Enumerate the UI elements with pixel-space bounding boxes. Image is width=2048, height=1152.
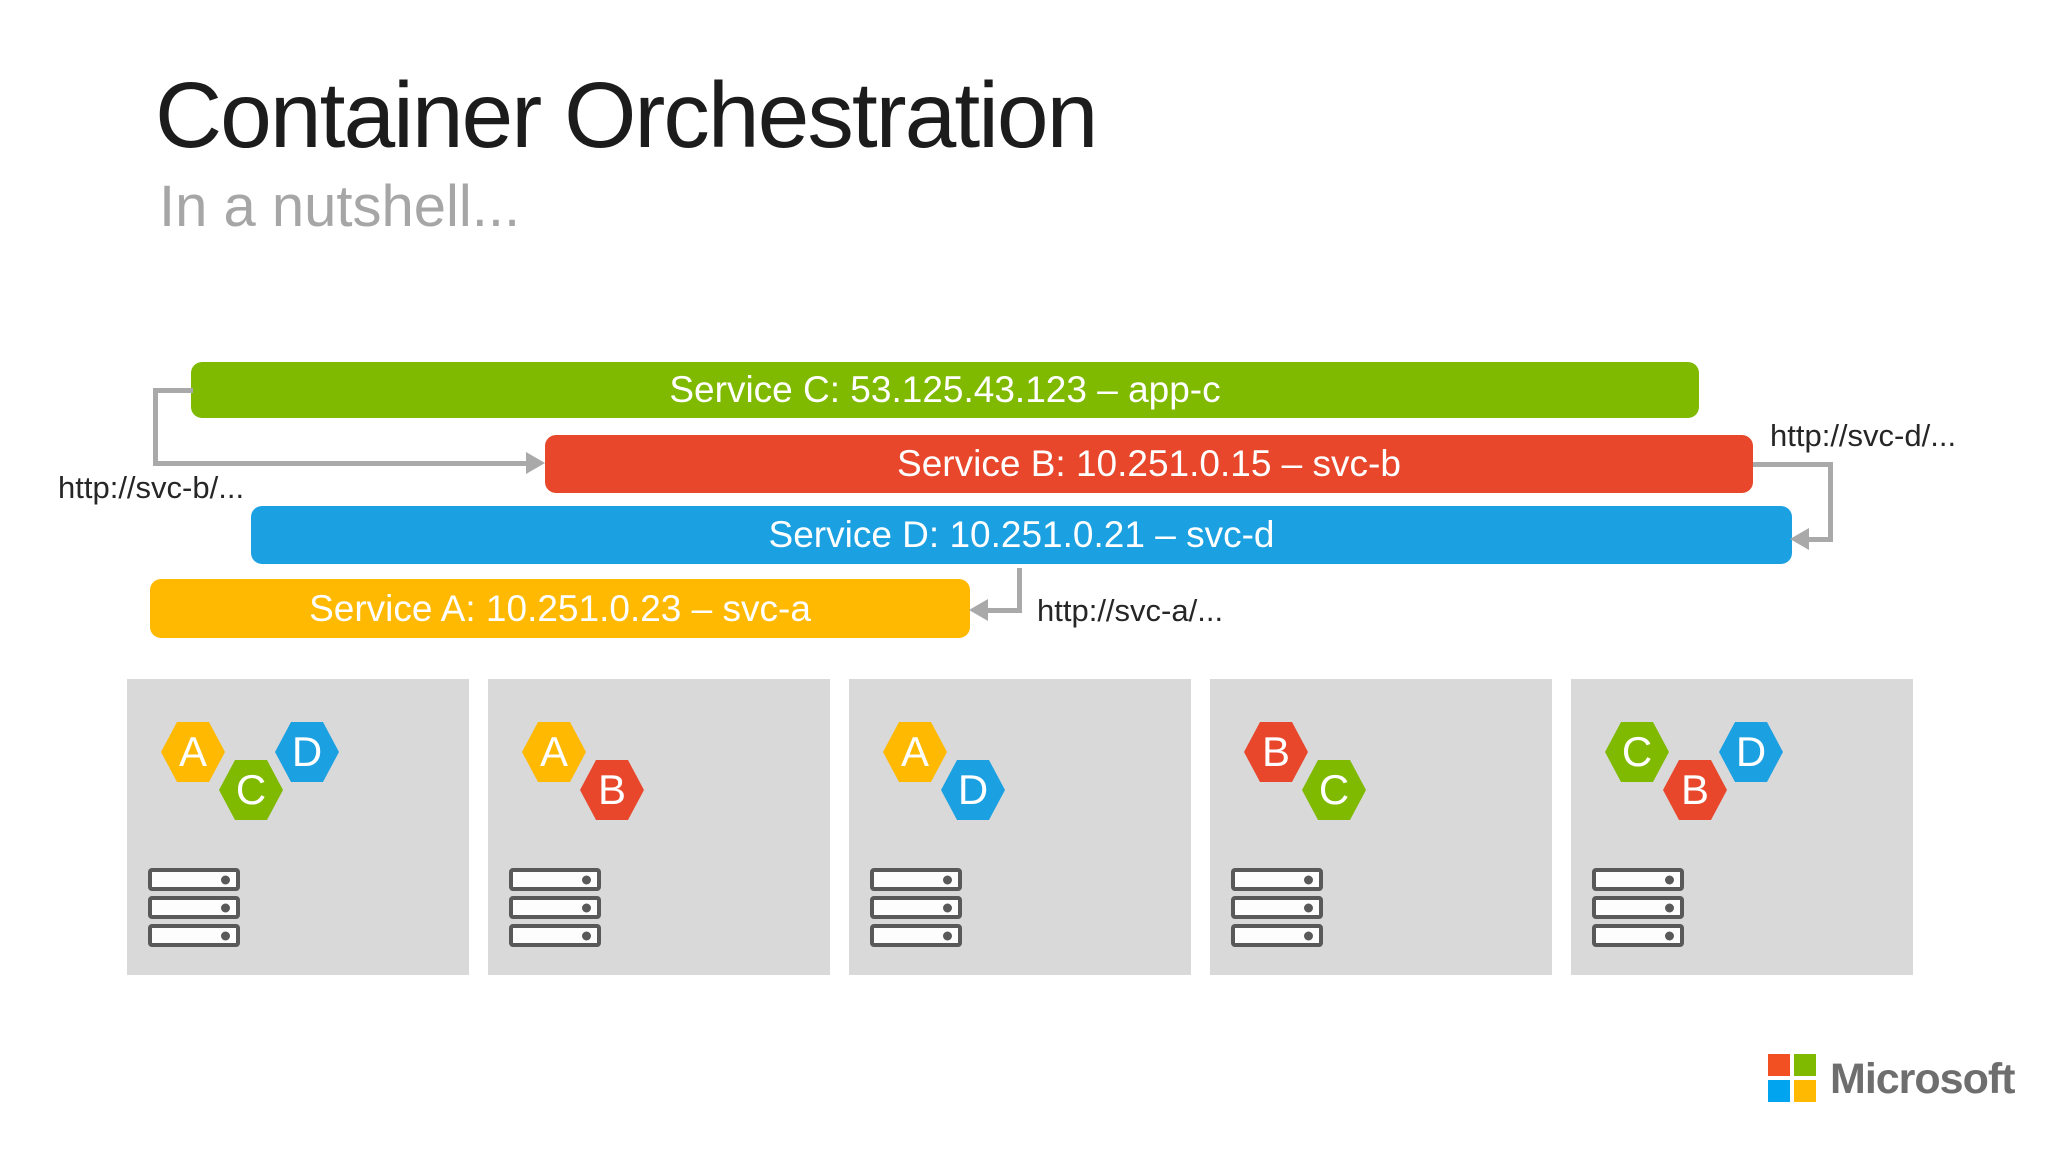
server-led-dot bbox=[1304, 875, 1313, 884]
server-unit bbox=[509, 896, 601, 919]
server-led-dot bbox=[221, 903, 230, 912]
service-bar-b-label: Service B: 10.251.0.15 – svc-b bbox=[897, 443, 1401, 484]
server-led-dot bbox=[943, 875, 952, 884]
page-subtitle: In a nutshell... bbox=[159, 174, 521, 239]
server-stack-icon bbox=[509, 868, 601, 952]
microsoft-wordmark: Microsoft bbox=[1830, 1054, 2015, 1103]
service-bar-c: Service C: 53.125.43.123 – app-c bbox=[191, 362, 1699, 418]
server-led-dot bbox=[943, 931, 952, 940]
server-unit bbox=[1231, 896, 1323, 919]
service-bar-a-label: Service A: 10.251.0.23 – svc-a bbox=[309, 587, 811, 629]
logo-square-red bbox=[1768, 1054, 1790, 1076]
server-stack-icon bbox=[1231, 868, 1323, 952]
server-unit bbox=[870, 896, 962, 919]
logo-square-green bbox=[1794, 1054, 1816, 1076]
microsoft-logo: Microsoft bbox=[1768, 1054, 2015, 1102]
server-stack-icon bbox=[148, 868, 240, 952]
container-hex-b: B bbox=[580, 760, 644, 820]
server-stack-icon bbox=[1592, 868, 1684, 952]
server-unit bbox=[1231, 868, 1323, 891]
microsoft-logo-icon bbox=[1768, 1054, 1816, 1102]
svc-a-arrow-horizontal bbox=[988, 608, 1022, 613]
container-hex-b: B bbox=[1663, 760, 1727, 820]
svc-a-arrow-vertical bbox=[1017, 568, 1022, 613]
server-unit bbox=[1592, 868, 1684, 891]
url-label-svc-a: http://svc-a/... bbox=[1037, 593, 1224, 628]
server-unit bbox=[870, 924, 962, 947]
container-hex-c: C bbox=[1605, 722, 1669, 782]
service-bar-d-label: Service D: 10.251.0.21 – svc-d bbox=[768, 514, 1275, 555]
svc-a-arrowhead-icon bbox=[969, 599, 988, 621]
server-led-dot bbox=[1665, 903, 1674, 912]
server-led-dot bbox=[1665, 931, 1674, 940]
service-bar-b: Service B: 10.251.0.15 – svc-b bbox=[545, 435, 1753, 493]
server-unit bbox=[1231, 924, 1323, 947]
server-led-dot bbox=[582, 903, 591, 912]
server-unit bbox=[148, 896, 240, 919]
container-hex-c: C bbox=[1302, 760, 1366, 820]
svc-d-arrow-horizontal bbox=[1809, 537, 1833, 542]
svc-d-arrow-vertical bbox=[1828, 462, 1833, 542]
server-unit bbox=[148, 868, 240, 891]
svc-d-arrowhead-icon bbox=[1790, 528, 1809, 550]
server-led-dot bbox=[943, 903, 952, 912]
server-led-dot bbox=[1665, 875, 1674, 884]
container-hex-d: D bbox=[1719, 722, 1783, 782]
url-label-svc-b: http://svc-b/... bbox=[58, 470, 245, 505]
server-led-dot bbox=[582, 931, 591, 940]
server-stack-icon bbox=[870, 868, 962, 952]
server-unit bbox=[148, 924, 240, 947]
logo-square-yellow bbox=[1794, 1080, 1816, 1102]
server-led-dot bbox=[1304, 903, 1313, 912]
page-title: Container Orchestration bbox=[155, 63, 1098, 167]
service-bar-a: Service A: 10.251.0.23 – svc-a bbox=[150, 579, 970, 638]
server-led-dot bbox=[1304, 931, 1313, 940]
server-unit bbox=[509, 924, 601, 947]
server-unit bbox=[870, 868, 962, 891]
server-led-dot bbox=[582, 875, 591, 884]
server-led-dot bbox=[221, 931, 230, 940]
container-hex-a: A bbox=[161, 722, 225, 782]
svc-b-arrow-stub bbox=[153, 388, 193, 393]
svc-b-arrow-horizontal bbox=[153, 461, 527, 466]
container-hex-c: C bbox=[219, 760, 283, 820]
container-hex-a: A bbox=[522, 722, 586, 782]
url-label-svc-d: http://svc-d/... bbox=[1770, 418, 1957, 453]
container-hex-b: B bbox=[1244, 722, 1308, 782]
server-led-dot bbox=[221, 875, 230, 884]
svc-d-arrow-stub bbox=[1753, 462, 1833, 467]
svc-b-arrow-vertical bbox=[153, 388, 158, 464]
container-hex-d: D bbox=[941, 760, 1005, 820]
service-bar-c-label: Service C: 53.125.43.123 – app-c bbox=[669, 369, 1221, 410]
service-bar-d: Service D: 10.251.0.21 – svc-d bbox=[251, 506, 1792, 564]
server-unit bbox=[1592, 896, 1684, 919]
server-unit bbox=[509, 868, 601, 891]
container-hex-d: D bbox=[275, 722, 339, 782]
server-unit bbox=[1592, 924, 1684, 947]
container-hex-a: A bbox=[883, 722, 947, 782]
svc-b-arrowhead-icon bbox=[526, 452, 545, 474]
logo-square-blue bbox=[1768, 1080, 1790, 1102]
